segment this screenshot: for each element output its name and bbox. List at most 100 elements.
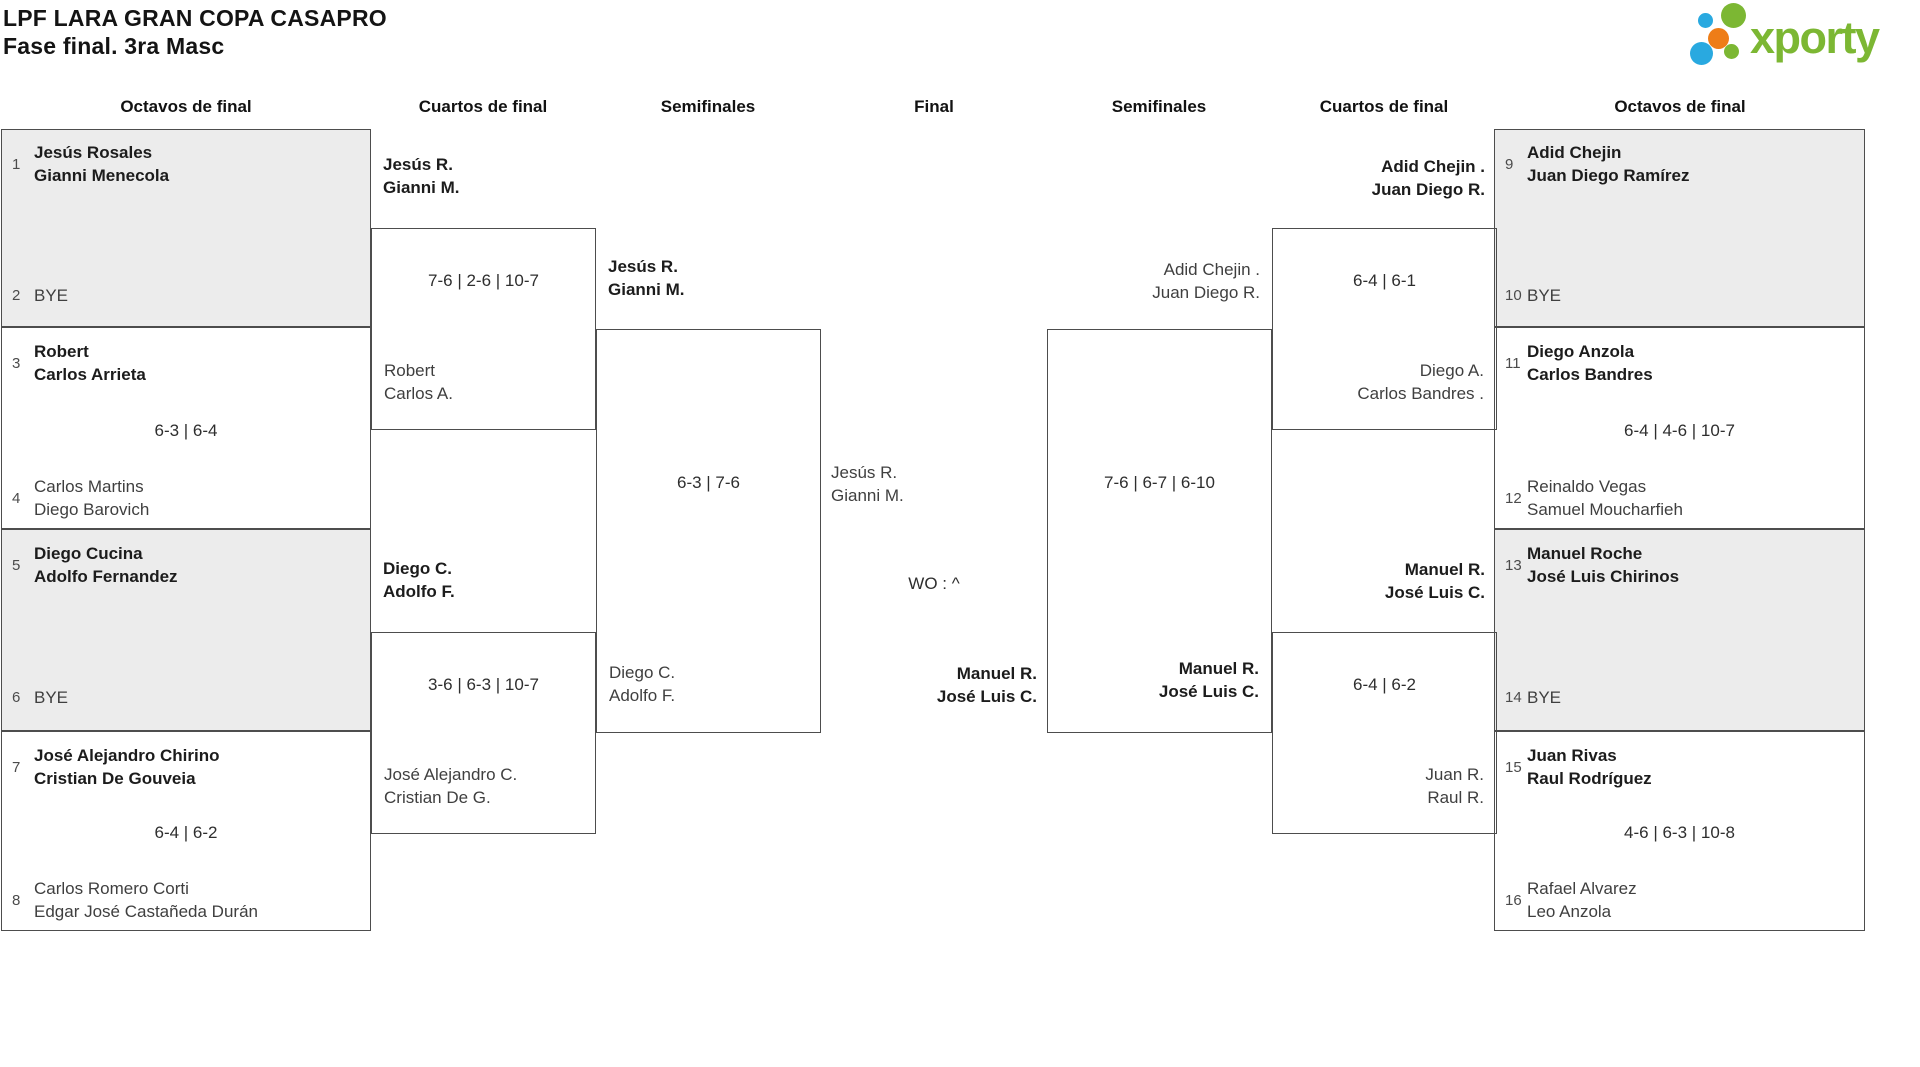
match-box-left-semifinal[interactable]: 6-3 | 7-6 Diego C. Adolfo F.: [596, 329, 821, 733]
team-row: 9 Adid Chejin Juan Diego Ramírez: [1505, 141, 1690, 187]
player-name: Adid Chejin .: [1381, 157, 1485, 176]
player-name: Diego C.: [609, 663, 676, 682]
player-name: Edgar José Castañeda Durán: [34, 902, 258, 921]
logo-dot-orange-icon: [1708, 28, 1729, 49]
match-box-left-octavos-2[interactable]: 3 Robert Carlos Arrieta 6-3 | 6-4 4 Carl…: [1, 327, 371, 529]
quarterfinal-team-label: Diego A. Carlos Bandres .: [1357, 359, 1484, 405]
match-box-right-octavos-2[interactable]: 11 Diego Anzola Carlos Bandres 6-4 | 4-6…: [1494, 327, 1865, 529]
match-box-right-quarterfinal-2[interactable]: 6-4 | 6-2 Juan R. Raul R.: [1272, 632, 1497, 834]
team-row: 16 Rafael Alvarez Leo Anzola: [1505, 877, 1637, 923]
player-name: Carlos A.: [384, 384, 453, 403]
quarterfinal-team-label: Juan R. Raul R.: [1425, 763, 1484, 809]
player-name: Rafael Alvarez: [1527, 879, 1637, 898]
quarterfinal-team-label: Adid Chejin . Juan Diego R.: [1275, 155, 1485, 201]
player-name: Jesús Rosales: [34, 143, 153, 162]
player-name: Manuel R.: [956, 664, 1037, 683]
seed-number: 10: [1505, 287, 1522, 304]
round-header-octavos-left: Octavos de final: [120, 97, 252, 116]
player-name: Adolfo Fernandez: [34, 567, 178, 586]
player-name: Raul R.: [1427, 788, 1484, 807]
player-name: BYE: [1527, 688, 1562, 707]
final-team-bottom: Manuel R. José Luis C.: [827, 662, 1037, 708]
match-score: 7-6 | 6-7 | 6-10: [1104, 473, 1215, 492]
quarterfinal-team-label: Manuel R. José Luis C.: [1275, 558, 1485, 604]
player-name: Diego Cucina: [34, 544, 143, 563]
player-name: Samuel Moucharfieh: [1527, 500, 1683, 519]
logo-dot-blue-large-icon: [1690, 42, 1713, 65]
team-name: Jesús Rosales Gianni Menecola: [34, 141, 169, 187]
team-row: 4 Carlos Martins Diego Barovich: [12, 475, 149, 521]
player-name: Adid Chejin: [1527, 143, 1622, 162]
team-row: 1 Jesús Rosales Gianni Menecola: [12, 141, 169, 187]
team-name: Juan Rivas Raul Rodríguez: [1527, 744, 1652, 790]
player-name: Leo Anzola: [1527, 902, 1612, 921]
player-name: Robert: [34, 342, 89, 361]
match-box-left-quarterfinal-1[interactable]: 7-6 | 2-6 | 10-7 Robert Carlos A.: [371, 228, 596, 430]
round-header-semis-left: Semifinales: [660, 97, 756, 116]
final-team-top: Jesús R. Gianni M.: [831, 461, 904, 507]
player-name: Jesús R.: [383, 155, 453, 174]
team-row: 11 Diego Anzola Carlos Bandres: [1505, 340, 1653, 386]
seed-number: 12: [1505, 489, 1522, 507]
semifinal-team-label: Manuel R. José Luis C.: [1159, 657, 1259, 703]
match-box-right-quarterfinal-1[interactable]: 6-4 | 6-1 Diego A. Carlos Bandres .: [1272, 228, 1497, 430]
round-header-cuartos-left: Cuartos de final: [418, 97, 548, 116]
match-score: 4-6 | 6-3 | 10-8: [1624, 823, 1735, 842]
player-name: Carlos Martins: [34, 477, 144, 496]
player-name: Robert: [384, 361, 436, 380]
player-name: Gianni M.: [608, 280, 685, 299]
player-name: Gianni M.: [831, 486, 904, 505]
player-name: Cristian De G.: [384, 788, 491, 807]
team-name: BYE: [1527, 686, 1561, 709]
quarterfinal-team-label: José Alejandro C. Cristian De G.: [384, 763, 517, 809]
match-box-right-octavos-4[interactable]: 15 Juan Rivas Raul Rodríguez 4-6 | 6-3 |…: [1494, 731, 1865, 931]
seed-number: 1: [12, 155, 21, 173]
team-row: 12 Reinaldo Vegas Samuel Moucharfieh: [1505, 475, 1683, 521]
player-name: Reinaldo Vegas: [1527, 477, 1647, 496]
seed-number: 3: [12, 354, 21, 372]
team-name: Rafael Alvarez Leo Anzola: [1527, 877, 1637, 923]
player-name: BYE: [34, 286, 69, 305]
logo-wordmark: xporty: [1750, 12, 1880, 63]
match-score: 6-4 | 6-2: [154, 823, 218, 842]
match-box-left-octavos-4[interactable]: 7 José Alejandro Chirino Cristian De Gou…: [1, 731, 371, 931]
player-name: Diego Anzola: [1527, 342, 1635, 361]
match-box-right-octavos-1[interactable]: 9 Adid Chejin Juan Diego Ramírez 10 BYE: [1494, 129, 1865, 327]
player-name: Diego C.: [383, 559, 452, 578]
player-name: Adolfo F.: [383, 582, 455, 601]
player-name: Adolfo F.: [609, 686, 676, 705]
player-name: Juan Diego R.: [1371, 180, 1485, 199]
match-box-left-octavos-1[interactable]: 1 Jesús Rosales Gianni Menecola 2 BYE: [1, 129, 371, 327]
match-box-left-quarterfinal-2[interactable]: 3-6 | 6-3 | 10-7 José Alejandro C. Crist…: [371, 632, 596, 834]
player-name: BYE: [1527, 286, 1562, 305]
team-name: Manuel Roche José Luis Chirinos: [1527, 542, 1679, 588]
match-box-left-octavos-3[interactable]: 5 Diego Cucina Adolfo Fernandez 6 BYE: [1, 529, 371, 731]
team-name: BYE: [34, 284, 68, 307]
seed-number: 8: [12, 891, 21, 909]
match-score: 7-6 | 2-6 | 10-7: [428, 271, 539, 290]
seed-number: 6: [12, 689, 21, 706]
seed-number: 9: [1505, 155, 1514, 173]
logo-dot-green-small-icon: [1724, 44, 1739, 59]
seed-number: 15: [1505, 758, 1522, 776]
round-header-octavos-right: Octavos de final: [1614, 97, 1746, 116]
team-name: Carlos Martins Diego Barovich: [34, 475, 149, 521]
team-row: 10 BYE: [1505, 284, 1561, 307]
player-name: Gianni M.: [383, 178, 460, 197]
team-row: 2 BYE: [12, 284, 68, 307]
team-name: BYE: [1527, 284, 1561, 307]
player-name: Carlos Bandres: [1527, 365, 1653, 384]
match-box-right-octavos-3[interactable]: 13 Manuel Roche José Luis Chirinos 14 BY…: [1494, 529, 1865, 731]
team-name: Robert Carlos Arrieta: [34, 340, 146, 386]
team-row: 14 BYE: [1505, 686, 1561, 709]
logo-dot-blue-small-icon: [1698, 13, 1713, 28]
quarterfinal-team-label: Diego C. Adolfo F.: [383, 557, 455, 603]
logo-dot-green-large-icon: [1721, 3, 1746, 28]
tournament-subtitle: Fase final. 3ra Masc: [3, 33, 225, 59]
player-name: Carlos Arrieta: [34, 365, 146, 384]
xporty-logo[interactable]: xporty: [1688, 3, 1913, 75]
player-name: Manuel Roche: [1527, 544, 1643, 563]
match-box-right-semifinal[interactable]: 7-6 | 6-7 | 6-10 Manuel R. José Luis C.: [1047, 329, 1272, 733]
semifinal-team-label: Diego C. Adolfo F.: [609, 661, 675, 707]
player-name: Carlos Bandres .: [1357, 384, 1484, 403]
